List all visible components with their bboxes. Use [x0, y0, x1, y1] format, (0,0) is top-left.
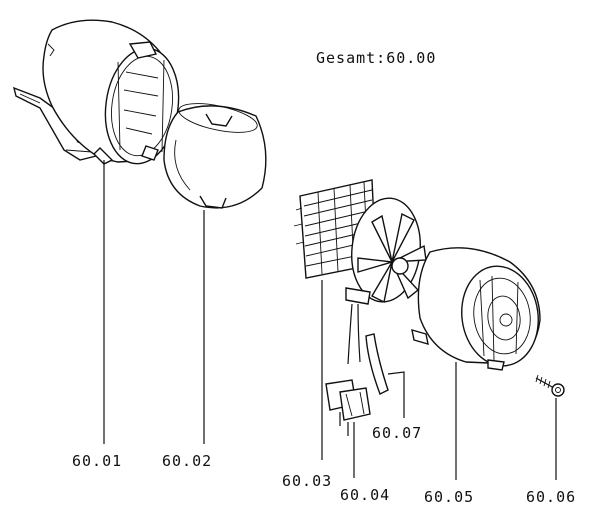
label-60-06: 60.06: [526, 488, 576, 506]
part-60-02-sleeve: [163, 103, 267, 209]
part-60-06-screw: [535, 374, 565, 397]
part-60-03-coil-assembly: [293, 179, 427, 365]
part-labels: 60.01 60.02 60.03 60.04 60.05 60.06 60.0…: [72, 424, 576, 506]
part-60-01-housing: [12, 19, 180, 165]
part-60-07-hose: [365, 333, 389, 395]
label-60-03: 60.03: [282, 472, 332, 490]
label-60-02: 60.02: [162, 452, 212, 470]
leader-lines: [103, 160, 557, 480]
diagram-title: Gesamt:60.00: [316, 49, 436, 67]
part-60-05-motor-housing: [411, 247, 541, 371]
label-60-07: 60.07: [372, 424, 422, 442]
label-60-01: 60.01: [72, 452, 122, 470]
label-60-05: 60.05: [424, 488, 474, 506]
part-60-04-connector: [325, 379, 371, 436]
label-60-04: 60.04: [340, 486, 390, 504]
leader-60-07: [387, 371, 405, 418]
